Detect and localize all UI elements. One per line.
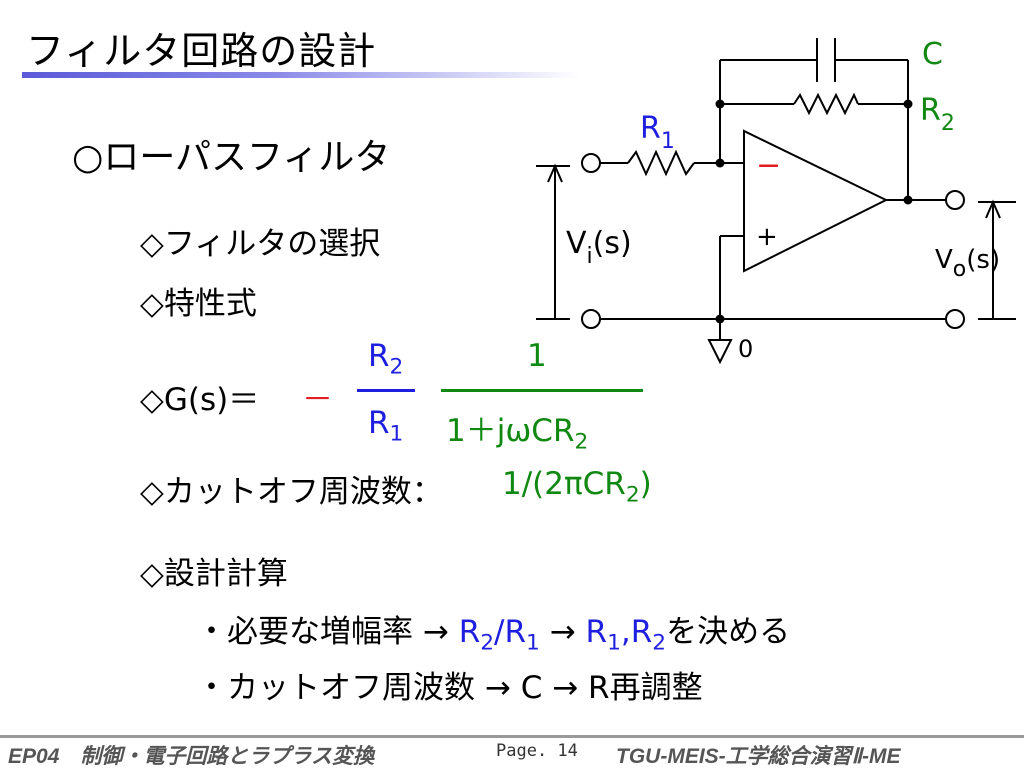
input-terminal-bottom: [581, 309, 601, 329]
fraction1-denominator: R1: [368, 405, 404, 447]
bullet-gain: ・必要な増幅率 → R2/R1 → R1,R2を決める: [196, 614, 791, 656]
ground-icon: [707, 339, 733, 365]
vi-arrow-head: [547, 163, 563, 183]
footer-program-name: TGU-MEIS-工学総合演習Ⅱ-ME: [616, 745, 901, 768]
fraction2-numerator: 1: [527, 338, 547, 374]
bullet-cutoff: ・カットオフ周波数 → C → R再調整: [196, 670, 703, 706]
fraction1-numerator: R2: [368, 338, 404, 380]
resistor-r2: [793, 92, 859, 116]
r2-label: R2: [920, 93, 955, 136]
title-underline: [22, 72, 582, 78]
inverting-input-sign: −: [756, 148, 781, 183]
transfer-function-label: ◇G(s)＝: [140, 382, 260, 418]
vo-label: Vo(s): [935, 245, 1000, 282]
vo-arrow-head: [985, 199, 1001, 219]
item-filter-selection: ◇フィルタの選択: [140, 226, 381, 262]
footer-divider: [0, 735, 1024, 738]
slide-title: フィルタ回路の設計: [26, 29, 377, 73]
resistor-r1: [627, 149, 695, 177]
output-terminal-bottom: [945, 309, 965, 329]
op-amp: [743, 129, 889, 273]
output-terminal-top: [945, 190, 965, 210]
input-terminal-top: [581, 153, 601, 173]
fraction2-bar: [441, 389, 643, 392]
r1-label: R1: [640, 111, 675, 154]
transfer-minus-sign: －: [302, 382, 333, 418]
section-heading: ○ローパスフィルタ: [72, 137, 391, 178]
vi-label: Vi(s): [566, 226, 632, 269]
capacitor-label: C: [922, 37, 943, 72]
item-design-calculation: ◇設計計算: [140, 556, 288, 592]
lowpass-filter-circuit: − + C R2 R1 Vi(s) Vo(s) 0: [536, 37, 1016, 365]
cutoff-frequency-label: ◇カットオフ周波数：: [140, 474, 443, 510]
fraction1-bar: [357, 389, 415, 392]
footer-page-number: Page. 14: [496, 741, 578, 761]
noninverting-input-sign: +: [756, 222, 778, 252]
fraction2-denominator: 1＋jωCR2: [446, 413, 589, 455]
item-characteristic-equation: ◇特性式: [140, 286, 257, 322]
cutoff-frequency-value: 1/(2πCR2): [502, 466, 652, 508]
footer-course-title: EP04 制御・電子回路とラプラス変換: [8, 745, 374, 768]
ground-label: 0: [738, 335, 753, 363]
